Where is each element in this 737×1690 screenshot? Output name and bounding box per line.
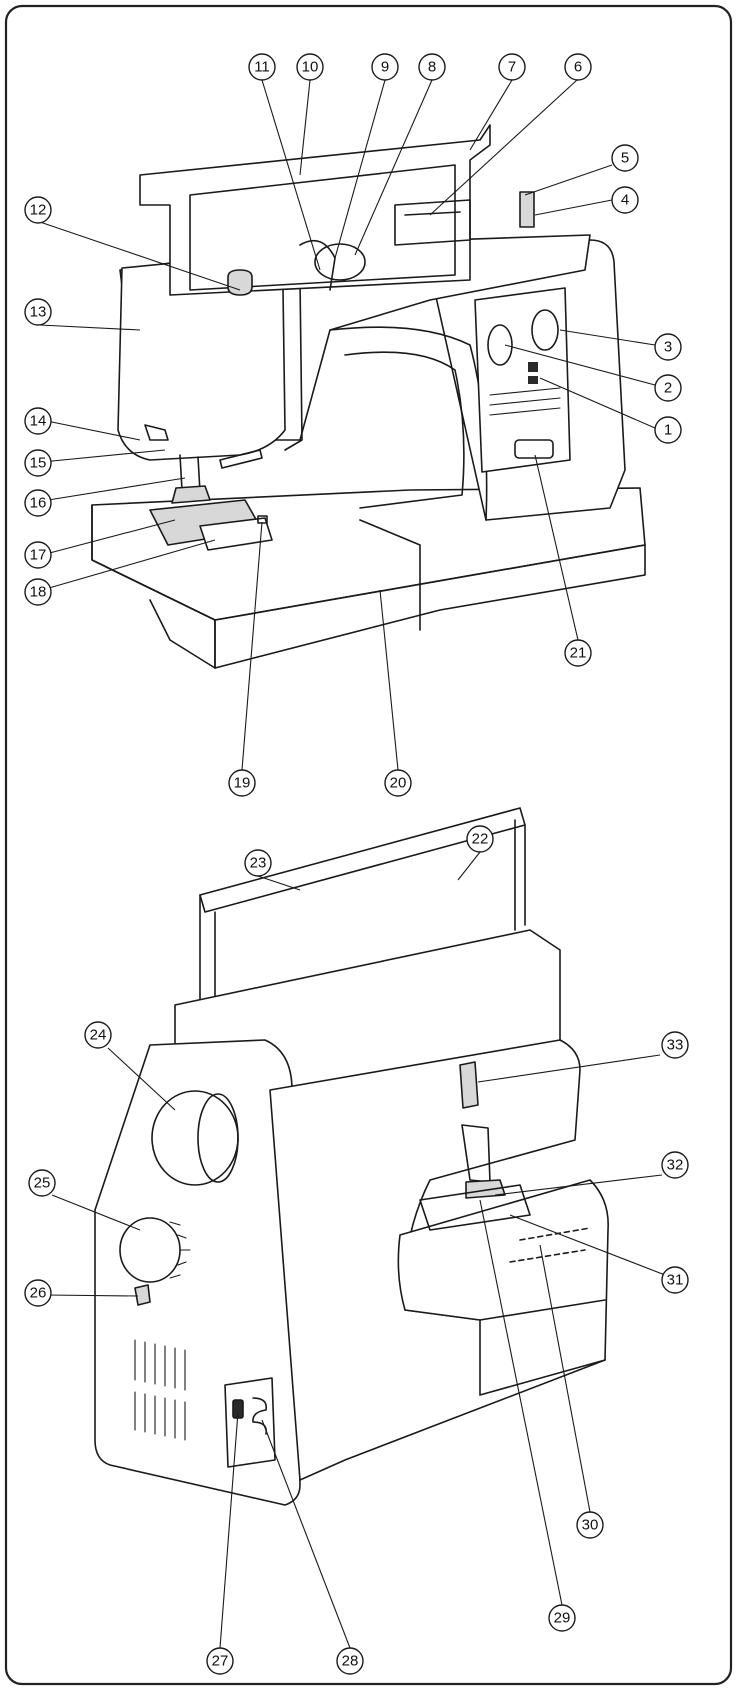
svg-text:13: 13 <box>30 304 47 321</box>
leader-lines <box>39 79 666 1649</box>
callout-22: 22 <box>466 825 494 853</box>
svg-text:12: 12 <box>30 202 47 219</box>
callout-29: 29 <box>548 1604 576 1632</box>
callout-28: 28 <box>336 1647 364 1675</box>
callout-3: 3 <box>654 333 682 361</box>
callout-31: 31 <box>661 1266 689 1294</box>
stitch-width-dial <box>531 309 559 351</box>
svg-text:30: 30 <box>582 1517 599 1534</box>
callout-5: 5 <box>611 144 639 172</box>
reverse-button <box>514 439 554 459</box>
svg-text:7: 7 <box>508 59 516 76</box>
callout-24: 24 <box>84 1021 112 1049</box>
callout-32: 32 <box>661 1151 689 1179</box>
pattern-selector-dial <box>119 1217 181 1283</box>
ventilation-grille <box>134 1339 186 1441</box>
svg-text:32: 32 <box>667 1157 684 1174</box>
svg-text:18: 18 <box>30 584 47 601</box>
svg-text:26: 26 <box>30 1285 47 1302</box>
svg-text:19: 19 <box>234 775 251 792</box>
callout-9: 9 <box>371 53 399 81</box>
svg-text:31: 31 <box>667 1272 684 1289</box>
svg-text:10: 10 <box>302 59 319 76</box>
callout-19: 19 <box>228 769 256 797</box>
callout-10: 10 <box>296 53 324 81</box>
svg-text:8: 8 <box>428 59 436 76</box>
callout-21: 21 <box>564 639 592 667</box>
svg-text:1: 1 <box>664 422 672 439</box>
callout-14: 14 <box>24 407 52 435</box>
rear-view-illustration <box>94 807 609 1506</box>
front-view-illustration <box>91 124 646 669</box>
callout-15: 15 <box>24 449 52 477</box>
svg-text:23: 23 <box>250 855 267 872</box>
bobbin-cover <box>199 517 273 551</box>
svg-text:11: 11 <box>254 59 270 76</box>
callout-2: 2 <box>654 374 682 402</box>
callout-17: 17 <box>24 541 52 569</box>
svg-text:28: 28 <box>342 1653 359 1670</box>
svg-text:3: 3 <box>664 339 672 356</box>
callout-23: 23 <box>244 849 272 877</box>
callout-7: 7 <box>498 53 526 81</box>
svg-text:29: 29 <box>554 1610 571 1627</box>
svg-text:15: 15 <box>30 455 47 472</box>
callout-20: 20 <box>384 769 412 797</box>
callout-18: 18 <box>24 578 52 606</box>
callout-6: 6 <box>564 53 592 81</box>
socket-panel <box>224 1377 276 1468</box>
svg-text:4: 4 <box>621 192 629 209</box>
callout-33: 33 <box>661 1031 689 1059</box>
svg-text:9: 9 <box>381 59 389 76</box>
callout-25: 25 <box>28 1169 56 1197</box>
callout-13: 13 <box>24 298 52 326</box>
callout-30: 30 <box>576 1511 604 1539</box>
hand-wheel <box>151 1090 239 1186</box>
svg-text:25: 25 <box>34 1175 51 1192</box>
callout-11: 11 <box>248 53 276 81</box>
callout-12: 12 <box>24 196 52 224</box>
callout-16: 16 <box>24 489 52 517</box>
svg-text:22: 22 <box>472 831 489 848</box>
svg-text:6: 6 <box>574 59 582 76</box>
callout-1: 1 <box>654 416 682 444</box>
svg-text:24: 24 <box>90 1027 107 1044</box>
svg-text:20: 20 <box>390 775 407 792</box>
spool-pin-left <box>227 269 253 296</box>
svg-text:33: 33 <box>667 1037 684 1054</box>
svg-text:5: 5 <box>621 150 629 167</box>
callout-26: 26 <box>24 1279 52 1307</box>
stitch-length-dial <box>487 324 513 366</box>
callout-4: 4 <box>611 186 639 214</box>
bobbin-winder-spindle <box>519 191 535 228</box>
svg-text:21: 21 <box>570 645 587 662</box>
callout-8: 8 <box>418 53 446 81</box>
svg-text:2: 2 <box>664 380 672 397</box>
svg-text:14: 14 <box>30 413 47 430</box>
svg-text:16: 16 <box>30 495 47 512</box>
svg-text:27: 27 <box>212 1653 229 1670</box>
accessory-box <box>214 544 646 669</box>
callout-27: 27 <box>206 1647 234 1675</box>
svg-text:17: 17 <box>30 547 47 564</box>
